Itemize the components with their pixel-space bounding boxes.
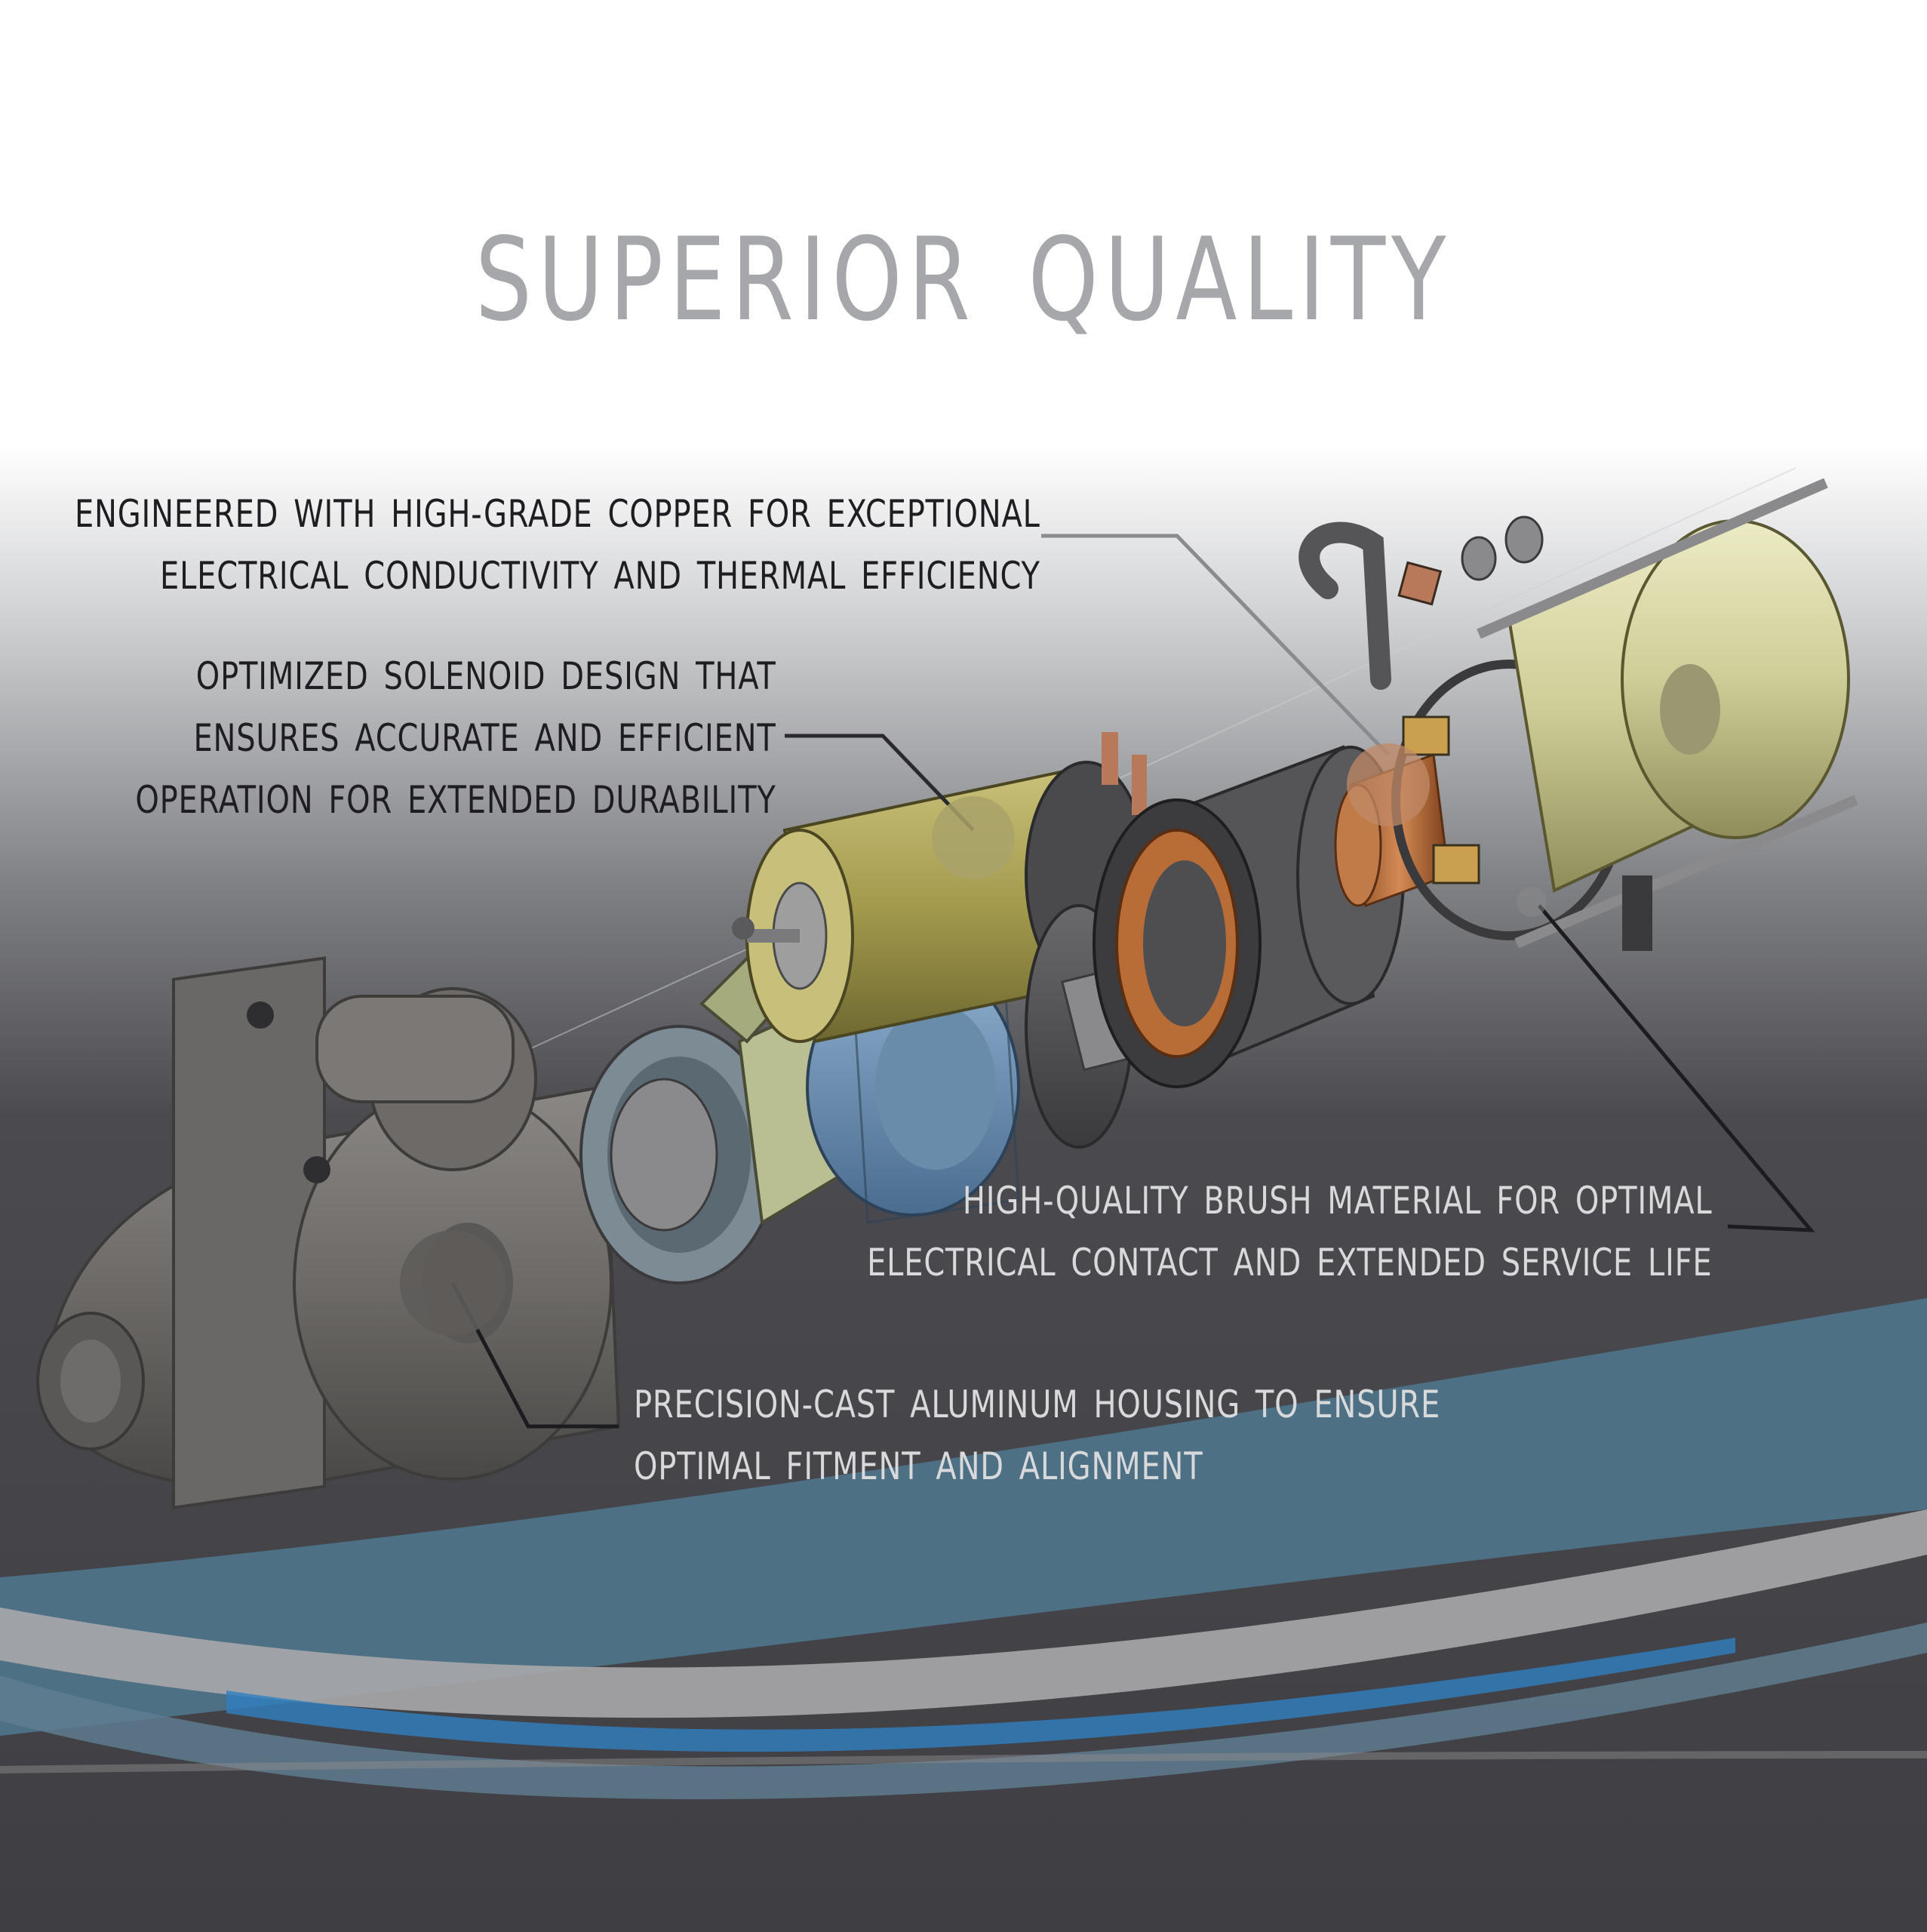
callout-solenoid-line-2: ENSURES ACCURATE AND EFFICIENT <box>193 716 776 760</box>
marker-solenoid <box>932 796 1015 879</box>
leader-lines <box>400 534 1815 1429</box>
marker-housing <box>400 1230 506 1336</box>
callout-housing-line-2: OPTIMAL FITMENT AND ALIGNMENT <box>634 1444 1203 1488</box>
pinion-gear-icon <box>579 941 840 1284</box>
marker-copper <box>1347 743 1430 826</box>
callout-housing-line-1: PRECISION-CAST ALUMINUM HOUSING TO ENSUR… <box>634 1383 1441 1426</box>
leader-copper <box>1041 534 1390 756</box>
marker-brush <box>1517 887 1547 917</box>
callout-brush-line-2: ELECTRICAL CONTACT AND EXTENDED SERVICE … <box>866 1241 1712 1284</box>
end-cap-icon <box>1477 478 1858 951</box>
callout-solenoid-line-1: OPTIMIZED SOLENOID DESIGN THAT <box>196 654 776 698</box>
callout-brush-line-1: HIGH-QUALITY BRUSH MATERIAL FOR OPTIMAL <box>962 1179 1712 1223</box>
leader-solenoid <box>785 734 975 832</box>
callout-copper-line-1: ENGINEERED WITH HIGH-GRADE COPPER FOR EX… <box>75 492 1040 536</box>
callout-housing: PRECISION-CAST ALUMINUM HOUSING TO ENSUR… <box>634 1374 1440 1497</box>
leader-brush <box>1538 904 1815 1232</box>
leader-housing <box>450 1281 619 1429</box>
background-swoosh <box>0 1298 1927 1800</box>
callout-copper: ENGINEERED WITH HIGH-GRADE COPPER FOR EX… <box>75 483 1040 607</box>
callout-solenoid: OPTIMIZED SOLENOID DESIGN THAT ENSURES A… <box>136 645 776 831</box>
callout-solenoid-line-3: OPERATION FOR EXTENDED DURABILITY <box>135 778 776 822</box>
callout-copper-line-2: ELECTRICAL CONDUCTIVITY AND THERMAL EFFI… <box>160 554 1041 598</box>
field-frame-icon <box>1093 745 1405 1088</box>
callout-brush: HIGH-QUALITY BRUSH MATERIAL FOR OPTIMAL … <box>867 1170 1712 1294</box>
page-title: SUPERIOR QUALITY <box>475 213 1452 346</box>
